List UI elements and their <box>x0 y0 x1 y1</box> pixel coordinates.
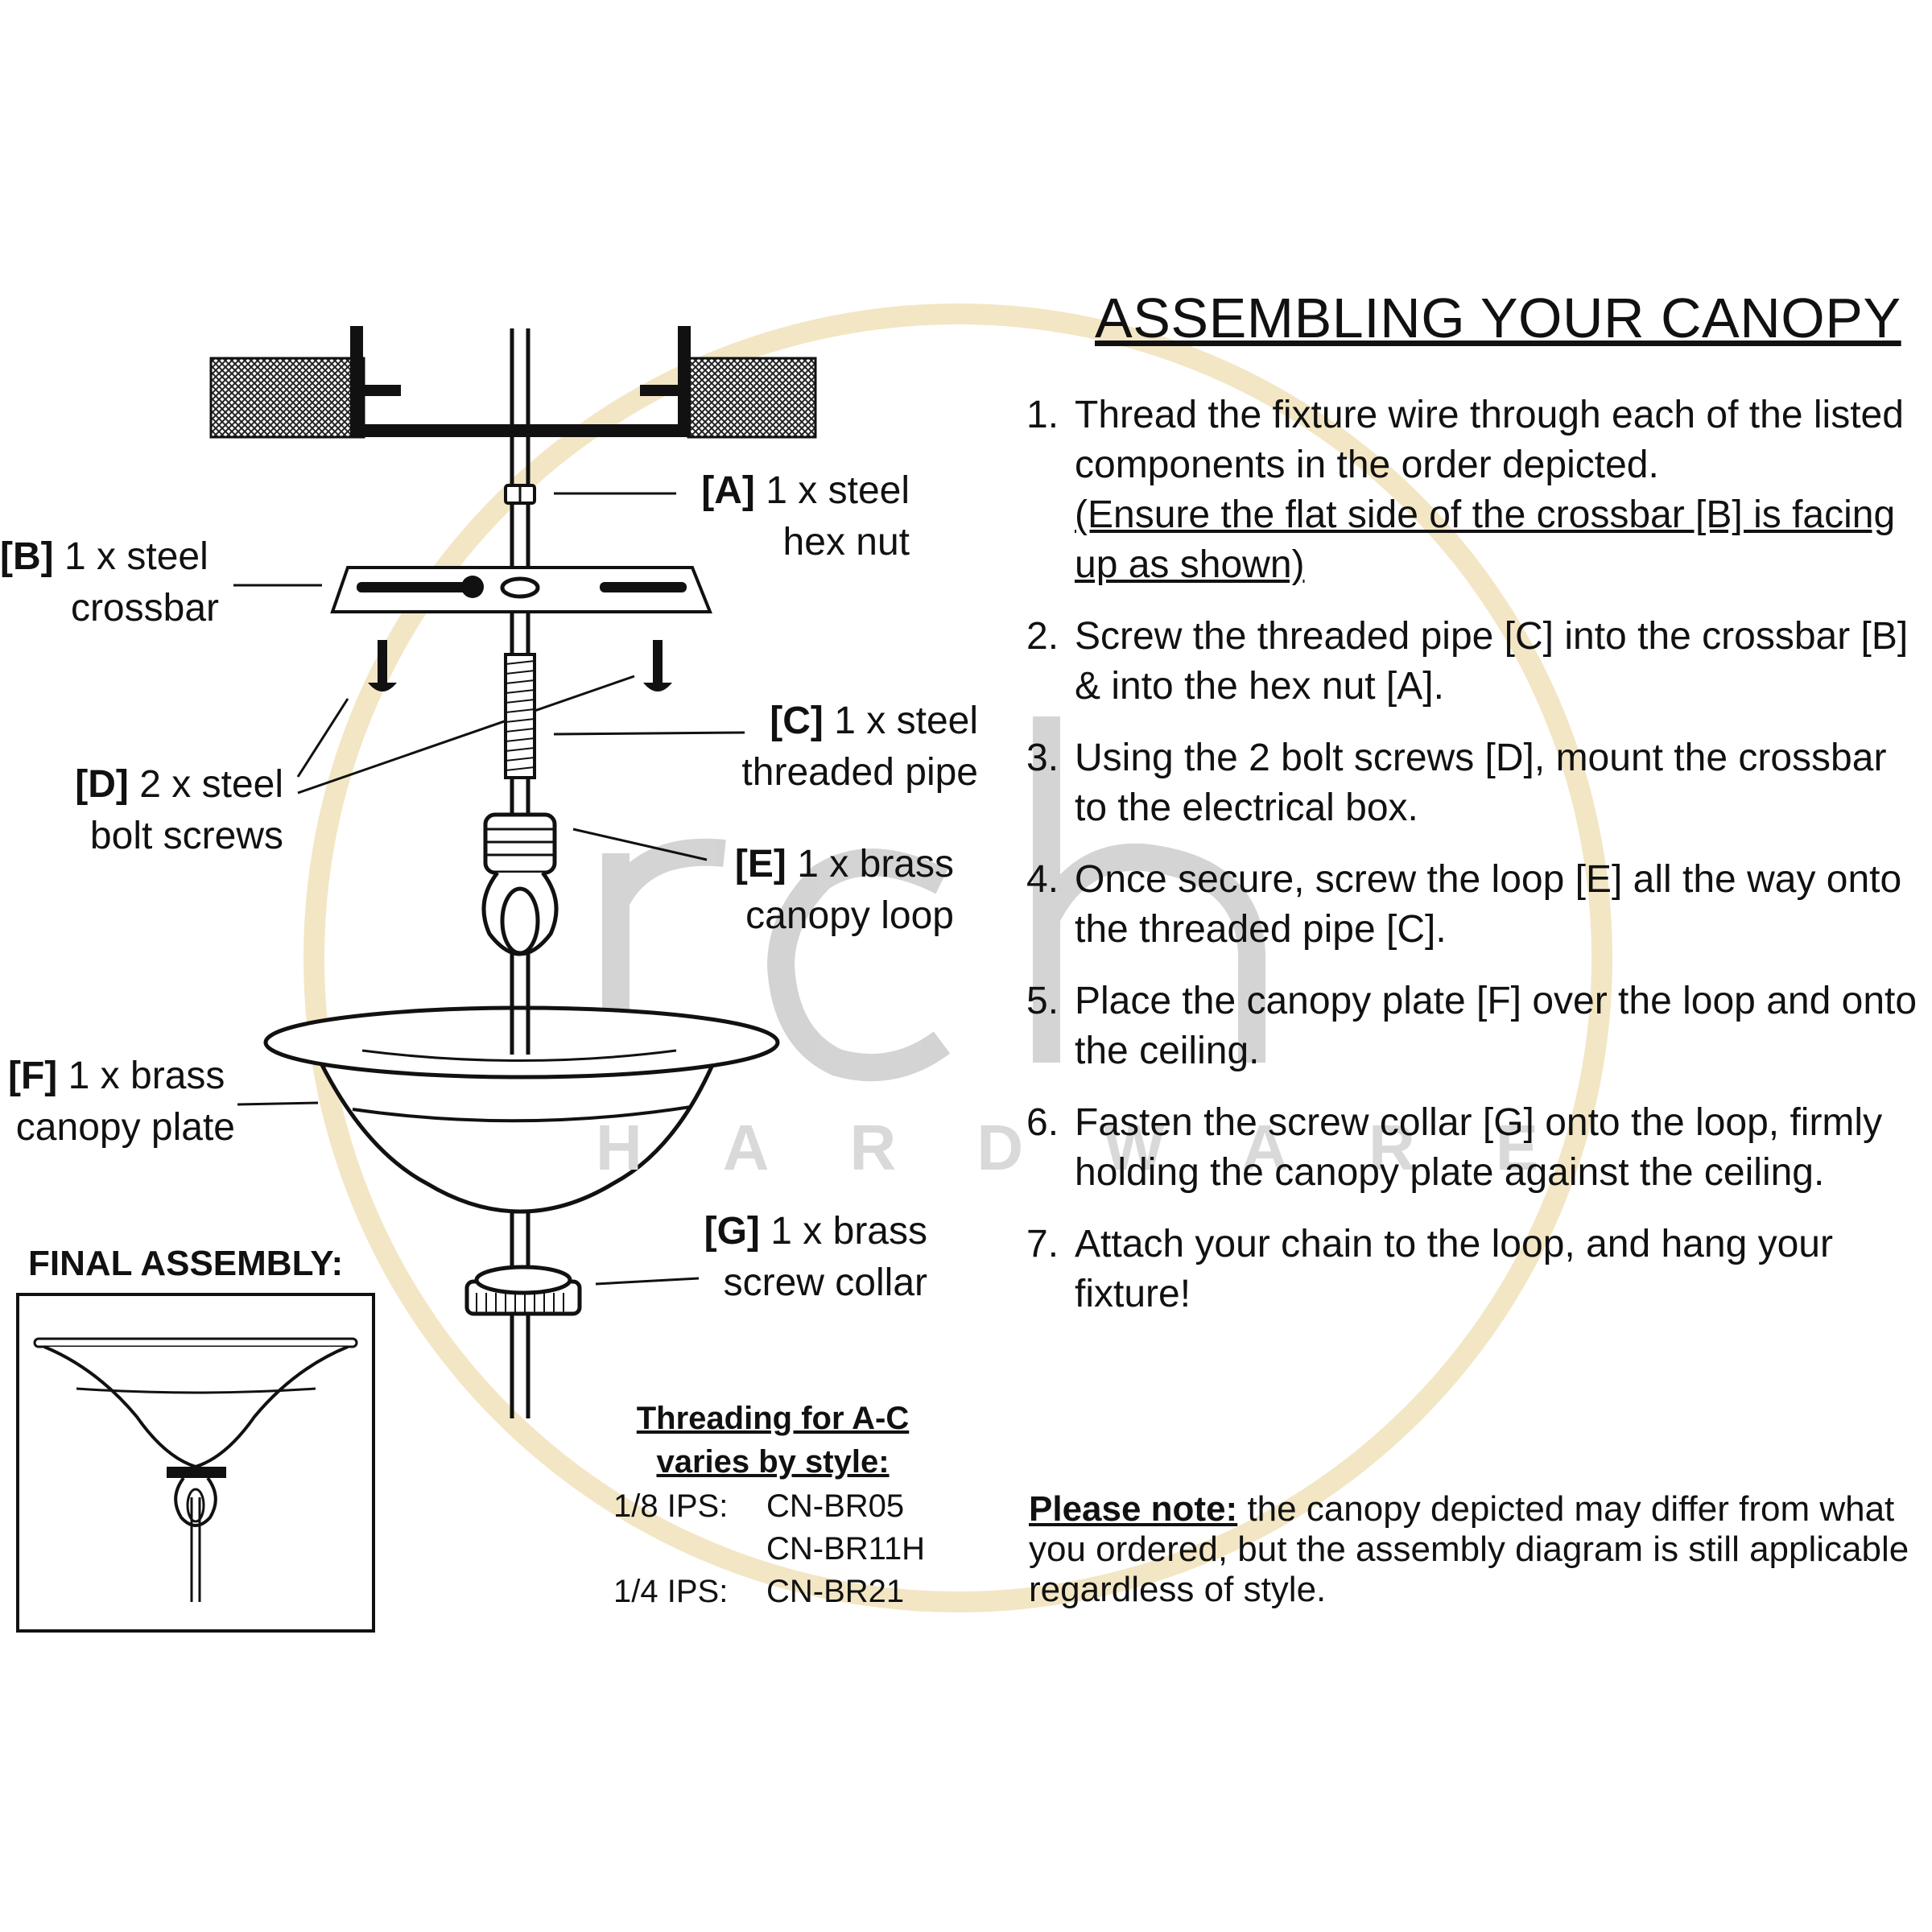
label-f-tag: [F] <box>8 1055 58 1097</box>
threading-row: 1/8 IPS: CN-BR05 <box>613 1485 904 1527</box>
label-c-line1: 1 x steel <box>834 700 978 742</box>
instruction-step: 1. Thread the fixture wire through each … <box>1026 390 1928 590</box>
step-number: 6. <box>1026 1101 1059 1144</box>
note-label: Please note: <box>1029 1489 1238 1529</box>
label-b: [B] 1 x steel crossbar <box>0 531 219 634</box>
label-f-line2: canopy plate <box>15 1106 235 1149</box>
electrical-box <box>350 326 691 437</box>
label-a-tag: [A] <box>701 469 755 512</box>
label-a: [A] 1 x steel hex nut <box>676 465 910 568</box>
label-b-tag: [B] <box>0 535 54 578</box>
instruction-step: 4. Once secure, screw the loop [E] all t… <box>1026 855 1928 955</box>
label-e: [E] 1 x brass canopy loop <box>708 839 954 942</box>
step-text: Thread the fixture wire through each of … <box>1075 394 1904 486</box>
leader-f <box>237 1101 319 1106</box>
instruction-step: 5. Place the canopy plate [F] over the l… <box>1026 976 1928 1076</box>
step-number: 5. <box>1026 980 1059 1022</box>
label-g-line1: 1 x brass <box>770 1210 927 1253</box>
instruction-step: 6. Fasten the screw collar [G] onto the … <box>1026 1098 1928 1198</box>
note-text: the canopy depicted may differ from what… <box>1029 1489 1909 1609</box>
label-d-line1: 2 x steel <box>139 763 283 806</box>
crossbar <box>330 566 712 613</box>
step-note: (Ensure the flat side of the crossbar [B… <box>1075 493 1896 586</box>
label-g: [G] 1 x brass screw collar <box>692 1206 927 1309</box>
threading-code: CN-BR21 <box>766 1574 905 1609</box>
label-f-line1: 1 x brass <box>68 1055 225 1097</box>
threading-code: CN-BR05 <box>766 1488 905 1524</box>
label-e-line1: 1 x brass <box>797 843 954 886</box>
leader-g <box>595 1277 700 1286</box>
hex-nut <box>504 484 536 505</box>
threaded-pipe <box>504 653 536 779</box>
label-f: [F] 1 x brass canopy plate <box>0 1051 235 1154</box>
label-c-line2: threaded pipe <box>741 751 978 794</box>
label-b-line1: 1 x steel <box>64 535 208 578</box>
instruction-step: 7. Attach your chain to the loop, and ha… <box>1026 1220 1928 1319</box>
step-text: Place the canopy plate [F] over the loop… <box>1075 980 1918 1072</box>
label-e-line2: canopy loop <box>745 894 954 937</box>
label-a-line2: hex nut <box>782 521 910 564</box>
step-text: Using the 2 bolt screws [D], mount the c… <box>1075 737 1887 829</box>
label-d: [D] 2 x steel bolt screws <box>48 759 283 862</box>
instruction-step: 2. Screw the threaded pipe [C] into the … <box>1026 612 1928 712</box>
ceiling-right <box>687 357 817 439</box>
instruction-list: 1. Thread the fixture wire through each … <box>1026 390 1928 1341</box>
label-e-tag: [E] <box>734 843 786 886</box>
step-text: Attach your chain to the loop, and hang … <box>1075 1223 1833 1315</box>
leader-e <box>572 828 708 861</box>
canopy-loop <box>481 812 559 956</box>
watermark-hardware: HARDWARE <box>596 1112 1620 1183</box>
final-assembly-title: FINAL ASSEMBLY: <box>28 1244 344 1283</box>
instruction-step: 3. Using the 2 bolt screws [D], mount th… <box>1026 733 1928 833</box>
ceiling-left <box>209 357 365 439</box>
step-text: Once secure, screw the loop [E] all the … <box>1075 858 1902 951</box>
label-g-line2: screw collar <box>723 1261 927 1304</box>
threading-size: 1/4 IPS: <box>613 1574 729 1609</box>
threading-title-line2: varies by style: <box>656 1444 890 1480</box>
step-number: 2. <box>1026 615 1059 658</box>
watermark-ring <box>303 303 1612 1612</box>
threading-row: CN-BR11H <box>613 1528 925 1570</box>
screw-collar <box>464 1265 582 1316</box>
bolt-screw-right <box>643 640 672 691</box>
threading-title-line1: Threading for A-C <box>636 1401 910 1436</box>
label-d-line2: bolt screws <box>89 815 283 857</box>
bolt-screw-left <box>368 640 397 691</box>
step-number: 1. <box>1026 394 1059 436</box>
label-b-line2: crossbar <box>70 587 219 630</box>
step-number: 3. <box>1026 737 1059 779</box>
label-d-tag: [D] <box>75 763 129 806</box>
label-c: [C] 1 x steel threaded pipe <box>708 696 978 799</box>
threading-code: CN-BR11H <box>766 1531 926 1567</box>
threading-size: 1/8 IPS: <box>613 1488 729 1524</box>
step-number: 4. <box>1026 858 1059 901</box>
threading-title: Threading for A-C varies by style: <box>596 1397 950 1484</box>
step-text: Fasten the screw collar [G] onto the loo… <box>1075 1101 1883 1194</box>
watermark-logo <box>602 716 1266 1082</box>
label-c-tag: [C] <box>770 700 824 742</box>
page-title: ASSEMBLING YOUR CANOPY <box>1095 287 1901 349</box>
please-note: Please note: the canopy depicted may dif… <box>1029 1489 1930 1610</box>
leader-c <box>553 731 745 736</box>
canopy-plate <box>263 1005 780 1214</box>
final-assembly-box <box>16 1293 375 1633</box>
step-number: 7. <box>1026 1223 1059 1265</box>
label-a-line1: 1 x steel <box>766 469 910 512</box>
label-g-tag: [G] <box>704 1210 760 1253</box>
step-text: Screw the threaded pipe [C] into the cro… <box>1075 615 1909 708</box>
threading-row: 1/4 IPS: CN-BR21 <box>613 1571 904 1612</box>
leader-d <box>296 675 635 795</box>
